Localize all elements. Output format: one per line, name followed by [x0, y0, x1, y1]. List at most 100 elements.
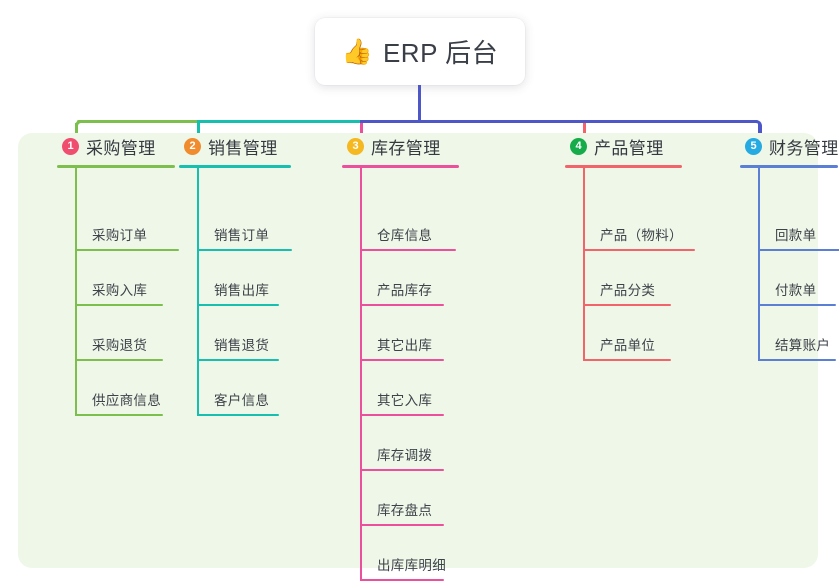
branch-leaf-rule — [360, 304, 444, 306]
branch-leaf-rule — [197, 414, 279, 416]
branch-leaf[interactable]: 采购退货 — [75, 317, 163, 361]
branch-leaf[interactable]: 采购订单 — [75, 207, 179, 251]
branch-leaf[interactable]: 出库库明细 — [360, 537, 446, 581]
branch-number-badge: 3 — [347, 137, 364, 155]
branch-leaf[interactable]: 其它入库 — [360, 372, 444, 416]
branch-header-2[interactable]: 2 销售管理 — [179, 133, 278, 159]
thumbs-up-icon: 👍 — [341, 38, 373, 66]
branch-leaf-rule — [583, 304, 671, 306]
root-node-title: ERP 后台 — [382, 38, 499, 68]
branch-header-rule — [57, 165, 175, 168]
branch-leaf-label: 客户信息 — [214, 393, 270, 408]
branch-leaf-rule — [360, 249, 456, 251]
root-connector-vertical — [418, 85, 421, 121]
branch-leaf[interactable]: 仓库信息 — [360, 207, 456, 251]
branch-spine — [758, 168, 760, 361]
branch-spine — [75, 168, 77, 416]
branch-leaf-rule — [75, 249, 179, 251]
root-node-content: 👍 ERP 后台 — [342, 33, 498, 70]
branch-leaf-label: 库存盘点 — [377, 503, 433, 518]
branch-leaf-label: 其它入库 — [377, 393, 433, 408]
branch-leaf-rule — [583, 249, 695, 251]
branch-title: 财务管理 — [769, 138, 839, 158]
branch-leaf[interactable]: 销售订单 — [197, 207, 292, 251]
branch-number-badge: 2 — [184, 137, 201, 155]
branch-leaf-label: 付款单 — [775, 283, 817, 298]
branch-leaf-label: 供应商信息 — [92, 393, 161, 408]
branch-spine — [360, 168, 362, 581]
branch-leaf[interactable]: 其它出库 — [360, 317, 444, 361]
branch-leaf-label: 回款单 — [775, 228, 817, 243]
branch-leaf[interactable]: 库存调拨 — [360, 427, 444, 471]
branch-header-4[interactable]: 4 产品管理 — [565, 133, 664, 159]
branch-header-rule — [342, 165, 459, 168]
root-node-erp-backend[interactable]: 👍 ERP 后台 — [315, 18, 525, 85]
branch-number-badge: 1 — [62, 137, 79, 155]
branch-leaf-rule — [758, 359, 836, 361]
connector-bus-segment-teal — [197, 120, 360, 123]
branch-leaf-rule — [75, 414, 163, 416]
branch-leaf-label: 销售退货 — [214, 338, 270, 353]
branch-leaf-label: 仓库信息 — [377, 228, 433, 243]
branch-leaf-label: 产品分类 — [600, 283, 656, 298]
branch-title: 销售管理 — [208, 138, 278, 158]
branch-leaf[interactable]: 结算账户 — [758, 317, 836, 361]
branch-leaf-label: 库存调拨 — [377, 448, 433, 463]
connector-bus-segment-blue — [360, 120, 758, 123]
branch-leaf-rule — [75, 359, 163, 361]
branch-leaf[interactable]: 销售出库 — [197, 262, 279, 306]
branch-leaf-rule — [197, 359, 279, 361]
branch-leaf-label: 销售出库 — [214, 283, 270, 298]
branch-leaf-rule — [360, 579, 444, 581]
branch-leaf-label: 产品（物料） — [600, 228, 683, 243]
branch-column-2: 2 销售管理销售订单销售出库销售退货客户信息 — [179, 133, 292, 416]
branch-leaf-rule — [197, 249, 292, 251]
branch-leaf-rule — [360, 414, 444, 416]
branch-leaf-label: 其它出库 — [377, 338, 433, 353]
branch-title: 采购管理 — [86, 138, 156, 158]
branch-leaf-rule — [758, 249, 839, 251]
branch-leaf-label: 出库库明细 — [377, 558, 446, 573]
branch-header-1[interactable]: 1 采购管理 — [57, 133, 156, 159]
branch-column-3: 3 库存管理仓库信息产品库存其它出库其它入库库存调拨库存盘点出库库明细 — [342, 133, 459, 581]
branch-header-3[interactable]: 3 库存管理 — [342, 133, 441, 159]
branch-leaf[interactable]: 产品（物料） — [583, 207, 695, 251]
branch-leaf-label: 销售订单 — [214, 228, 270, 243]
branch-leaf[interactable]: 产品分类 — [583, 262, 671, 306]
branch-spine — [583, 168, 585, 361]
branch-leaf-rule — [360, 524, 444, 526]
branch-header-rule — [565, 165, 682, 168]
branch-title: 产品管理 — [594, 138, 664, 158]
branch-leaf[interactable]: 回款单 — [758, 207, 839, 251]
branch-header-rule — [179, 165, 291, 168]
branch-spine — [197, 168, 199, 416]
branch-leaf-label: 采购入库 — [92, 283, 148, 298]
branch-leaf-rule — [360, 359, 444, 361]
branch-leaf[interactable]: 采购入库 — [75, 262, 163, 306]
branch-leaf[interactable]: 客户信息 — [197, 372, 279, 416]
branch-leaf-label: 采购订单 — [92, 228, 148, 243]
branches-panel: 1 采购管理采购订单采购入库采购退货供应商信息 2 销售管理销售订单销售出库销售退货客… — [18, 133, 839, 581]
branch-leaf[interactable]: 销售退货 — [197, 317, 279, 361]
branch-leaf-label: 结算账户 — [775, 338, 831, 353]
branch-header-rule — [740, 165, 838, 168]
branch-leaf[interactable]: 付款单 — [758, 262, 836, 306]
branch-leaf-label: 采购退货 — [92, 338, 148, 353]
branch-column-1: 1 采购管理采购订单采购入库采购退货供应商信息 — [57, 133, 179, 416]
branch-leaf-rule — [197, 304, 279, 306]
branch-leaf[interactable]: 产品单位 — [583, 317, 671, 361]
branch-leaf-rule — [583, 359, 671, 361]
branch-column-4: 4 产品管理产品（物料） 产品分类产品单位 — [565, 133, 695, 361]
branch-number-badge: 4 — [570, 137, 587, 155]
branch-leaf-label: 产品单位 — [600, 338, 656, 353]
branch-title: 库存管理 — [371, 138, 441, 158]
branch-leaf-rule — [360, 469, 444, 471]
branch-leaf[interactable]: 供应商信息 — [75, 372, 163, 416]
branch-leaf-rule — [75, 304, 163, 306]
branch-leaf[interactable]: 库存盘点 — [360, 482, 444, 526]
branch-leaf[interactable]: 产品库存 — [360, 262, 444, 306]
branch-leaf-label: 产品库存 — [377, 283, 433, 298]
